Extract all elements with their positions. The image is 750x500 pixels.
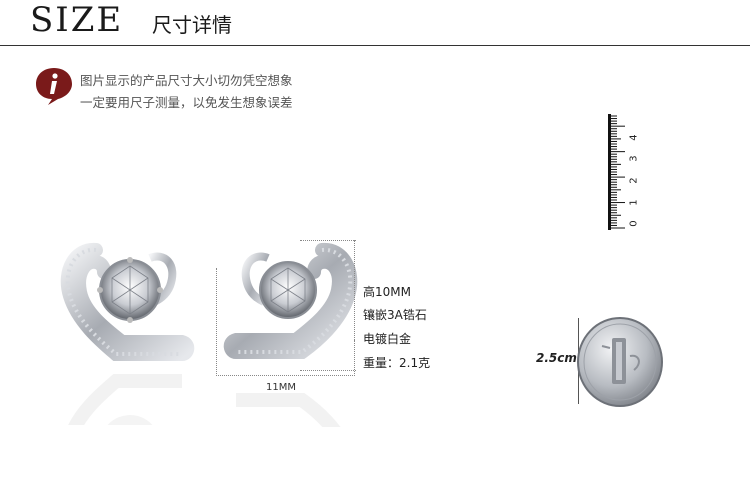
notice-text-line2: 一定要用尺子测量，以免发生想象误差 xyxy=(80,95,293,110)
ruler-number-4: 4 xyxy=(628,134,640,141)
height-guide-top xyxy=(300,240,356,241)
width-guide-right xyxy=(354,340,355,376)
earring-front-image xyxy=(60,242,195,361)
ruler-numbers: 0 1 2 3 4 xyxy=(628,112,648,232)
spec-plating: 电镀白金 xyxy=(363,332,412,346)
width-label: 11MM xyxy=(266,382,296,393)
ruler-number-3: 3 xyxy=(628,155,640,162)
spec-weight: 重量：2.1克 xyxy=(363,356,431,370)
info-icon xyxy=(36,68,72,105)
width-guide-line xyxy=(216,375,355,376)
ruler-number-1: 1 xyxy=(628,199,640,206)
height-guide-line xyxy=(354,240,356,370)
earring-front-reflection xyxy=(58,365,198,425)
coin-size-label: 2.5cm xyxy=(536,351,577,365)
page-title: SIZE xyxy=(30,0,124,40)
header-divider xyxy=(0,45,750,46)
coin-image xyxy=(577,317,663,407)
spec-height: 高10MM xyxy=(363,285,411,299)
height-guide-bottom xyxy=(300,370,356,371)
ruler-number-2: 2 xyxy=(628,177,640,184)
ruler-image xyxy=(608,114,625,230)
width-guide-left xyxy=(216,268,217,376)
ruler-number-0: 0 xyxy=(628,220,640,227)
notice-text-line1: 图片显示的产品尺寸大小切勿凭空想象 xyxy=(80,73,293,88)
spec-stone: 镶嵌3A锆石 xyxy=(363,308,427,322)
earring-side-image xyxy=(223,242,358,359)
page-subtitle: 尺寸详情 xyxy=(152,13,232,37)
earring-side-reflection xyxy=(220,372,360,427)
